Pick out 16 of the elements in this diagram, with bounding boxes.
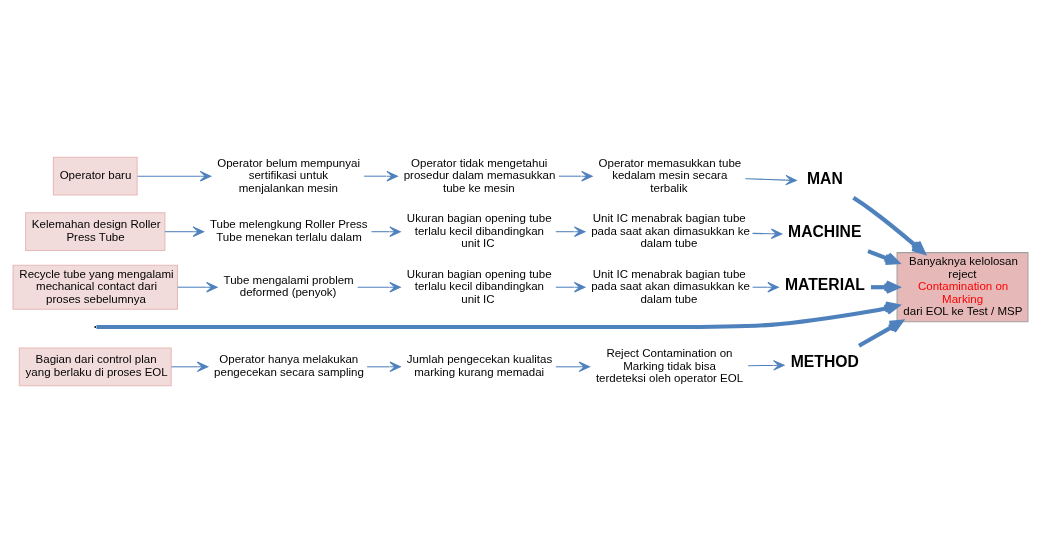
node-text: Operator hanya melakukan pengecekan secara sampling <box>214 353 364 379</box>
node-text: Unit IC menabrak bagian tube pada saat akan dimasukkan ke dalam tube <box>591 212 750 250</box>
node-text: Operator memasukkan tube kedalam mesin secara terbalik <box>598 156 742 194</box>
node-text: Unit IC menabrak bagian tube pada saat akan dimasukkan ke dalam tube <box>591 267 750 305</box>
node-text: Tube mengalami problem deformed (penyok) <box>223 273 354 299</box>
node-text: MAN <box>806 170 843 188</box>
node-text: Tube melengkung Roller Press Tube menekan terlalu dalam <box>209 218 368 243</box>
node-text: METHOD <box>790 353 859 371</box>
node-text: MATERIAL <box>784 275 865 293</box>
node-text: Ukuran bagian opening tube terlalu kecil dibandingkan unit IC <box>406 212 552 250</box>
node-text: Reject Contamination on Marking tidak bisa terdeteksi oleh operator EOL <box>595 347 744 385</box>
node-text: Ukuran bagian opening tube terlalu kecil dibandingkan unit IC <box>406 267 552 305</box>
node-text: Operator belum mempunyai sertifikasi untuk menjalankan mesin <box>217 156 361 194</box>
node-text: Operator tidak mengetahui prosedur dalam memasukkan tube ke mesin <box>403 156 556 194</box>
node-text: Jumlah pengecekan kualitas marking kurang memadai <box>406 353 553 379</box>
node-text: MACHINE <box>788 223 862 241</box>
